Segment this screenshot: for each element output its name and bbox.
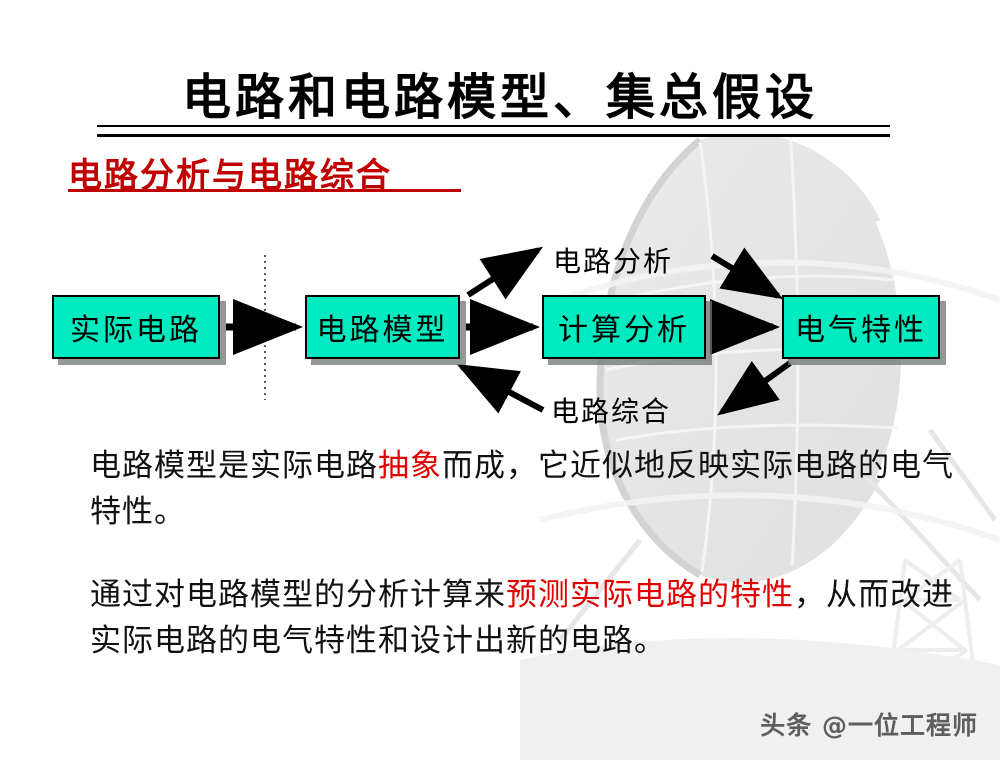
arrow-model-to-analysis-label [466,246,544,300]
arrow-analysis-to-elec [710,247,784,300]
diagram-node-circuit-model[interactable]: 电路模型 [305,295,460,359]
arrow-synthesis-to-model [456,364,545,414]
diagram-node-real-circuit[interactable]: 实际电路 [52,295,220,359]
edge-label-circuit-analysis: 电路分析 [553,245,674,278]
watermark-credit: 头条 @一位工程师 [760,711,978,740]
diagram-node-calc-analysis[interactable]: 计算分析 [542,295,706,359]
paragraph-1-highlight: 抽象 [378,448,442,484]
paragraph-2-part-2: ，从而改进实际电路的电气特性和设计出新的电路。 [90,577,954,659]
arrow-elec-to-synthesis-label [717,360,792,416]
paragraph-2-part-1: 通过对电路模型的分析计算来 [90,577,506,613]
page-title: 电路和电路模型、集总假设 [181,69,818,126]
paragraph-1-part-2: 而成，它近似地反映实际电路的电气特性。 [90,448,954,530]
diagram-node-electrical-characteristics[interactable]: 电气特性 [782,295,940,359]
body-paragraph-2: 通过对电路模型的分析计算来预测实际电路的特性，从而改进实际电路的电气特性和设计出… [90,572,970,664]
paragraph-2-highlight: 预测实际电路的特性 [506,577,794,613]
subtitle-underline [68,189,461,192]
title-double-rule [97,125,890,137]
edge-label-circuit-synthesis: 电路综合 [551,395,672,428]
body-paragraph-1: 电路模型是实际电路抽象而成，它近似地反映实际电路的电气特性。 [90,443,970,535]
paragraph-1-part-1: 电路模型是实际电路 [90,448,378,484]
